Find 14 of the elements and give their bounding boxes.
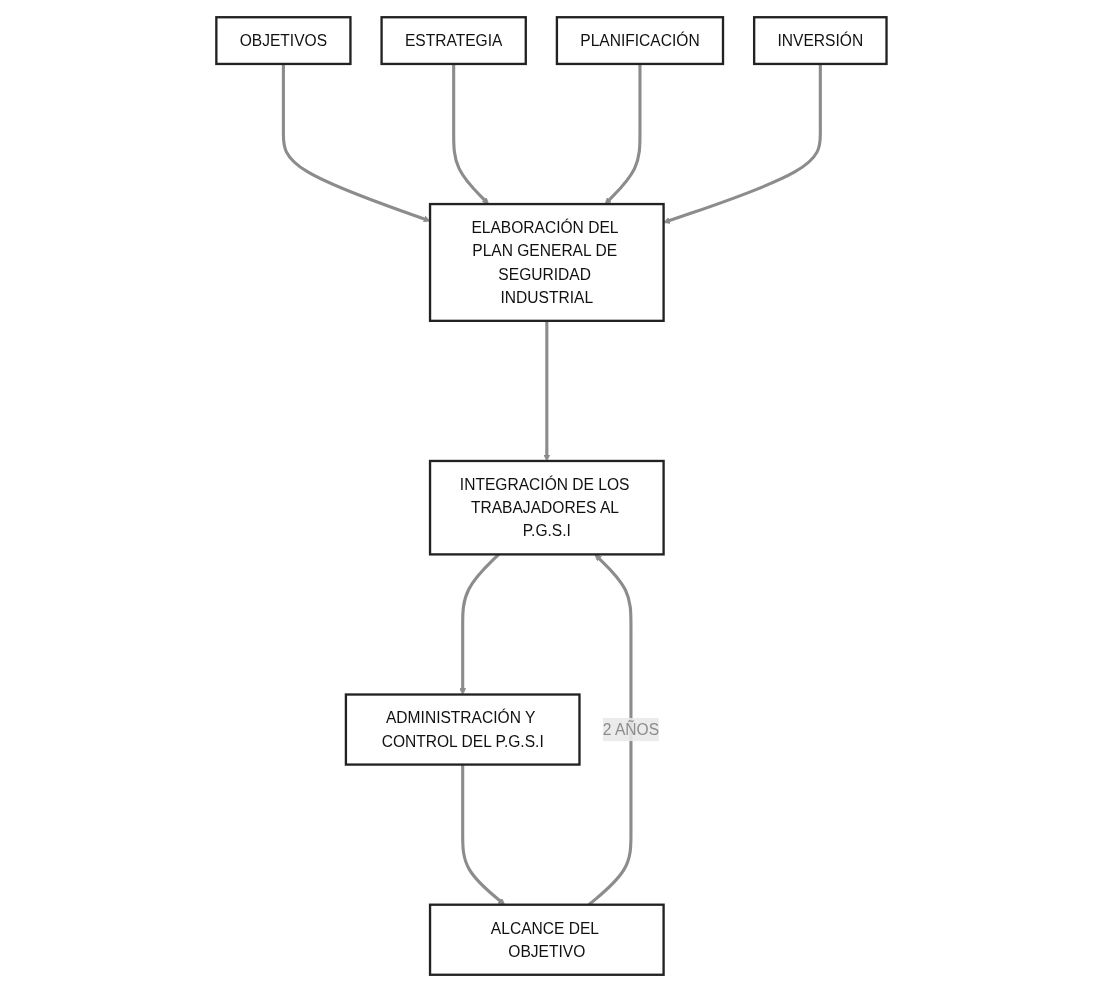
edge-label: 2 AÑOS <box>602 720 659 738</box>
node-box: INTEGRACIÓN DE LOS TRABAJADORES AL P.G.S.I <box>428 459 665 556</box>
arrow <box>604 63 642 204</box>
node-box: OBJETIVOS <box>214 15 352 65</box>
node-box: ALCANCE DEL OBJETIVO <box>428 903 665 976</box>
arrow <box>542 320 550 461</box>
node-box: INVERSIÓN <box>752 15 888 65</box>
arrow <box>281 63 430 222</box>
arrow <box>451 63 489 204</box>
node-box: ESTRATEGIA <box>379 15 527 65</box>
node-box: ELABORACIÓN DEL PLAN GENERAL DE SEGURIDAD INDUSTRIAL <box>428 202 665 322</box>
node-box: ADMINISTRACIÓN Y CONTROL DEL P.G.S.I <box>344 692 581 766</box>
arrow <box>460 764 505 905</box>
node-box: PLANIFICACIÓN <box>555 15 724 65</box>
